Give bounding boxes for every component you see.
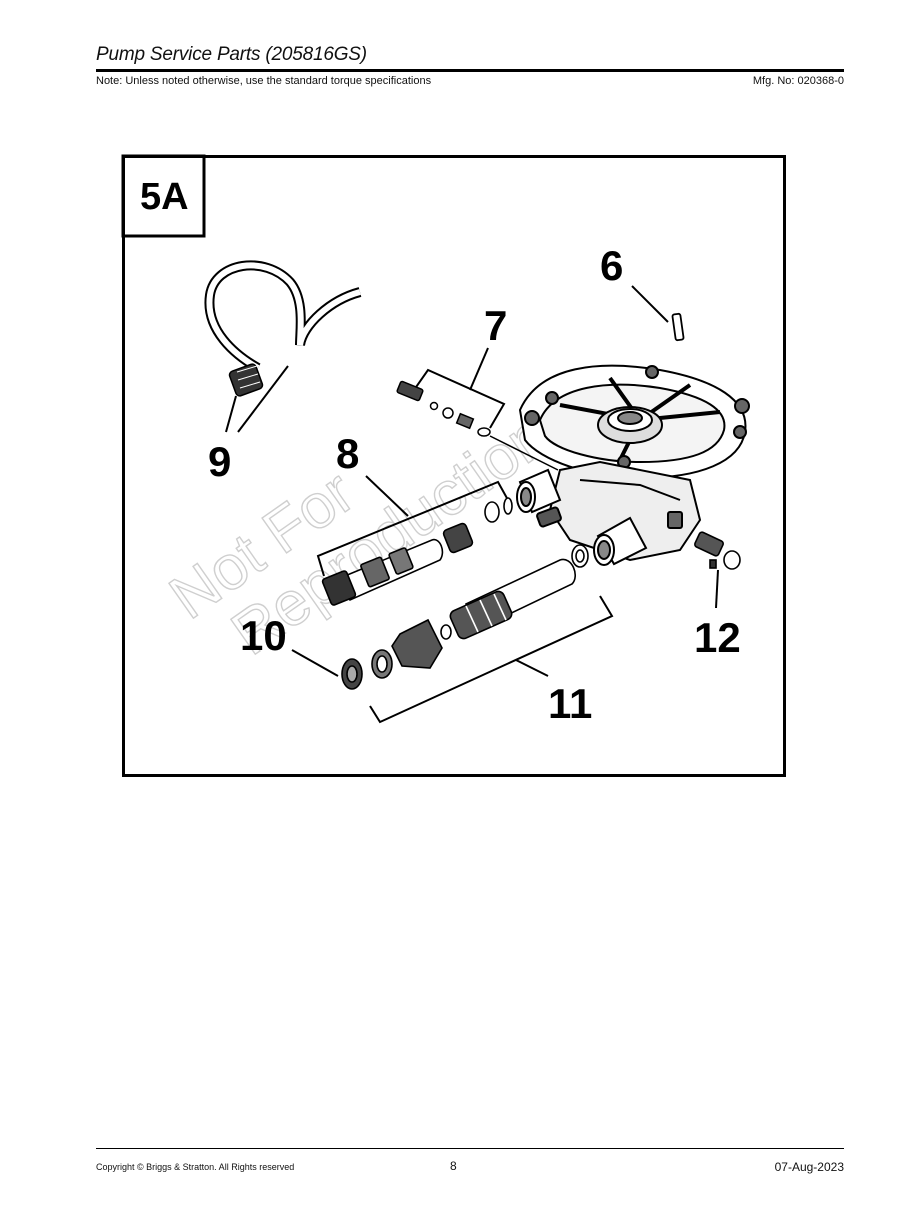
pump-assembly	[516, 364, 750, 566]
part-8-inlet-components	[321, 497, 513, 606]
callout-9: 9	[208, 438, 231, 485]
footer-divider	[96, 1148, 844, 1149]
leader-9a	[225, 395, 237, 433]
copyright-notice: Copyright © Briggs & Stratton. All Right…	[96, 1162, 295, 1172]
connector-7	[489, 435, 559, 471]
callout-10: 10	[240, 612, 287, 659]
callout-6: 6	[600, 242, 623, 289]
page-number: 8	[450, 1159, 457, 1173]
publication-date: 07-Aug-2023	[774, 1160, 844, 1174]
leader-7	[469, 347, 489, 391]
section-tag-label: 5A	[140, 176, 189, 218]
mfg-number: Mfg. No: 020368-0	[752, 75, 844, 87]
bracket-7	[413, 368, 506, 429]
header-divider	[96, 69, 844, 72]
callout-7: 7	[484, 302, 507, 349]
leader-6	[631, 285, 669, 323]
leader-11	[515, 659, 549, 677]
part-10-fitting	[341, 658, 363, 690]
bracket-11	[369, 595, 614, 724]
watermark: Not For Reproduction	[157, 400, 562, 669]
part-11-filter-components	[371, 544, 589, 679]
part-12-valve	[694, 531, 741, 570]
callout-11: 11	[548, 680, 592, 727]
page-title: Pump Service Parts (205816GS)	[96, 44, 367, 65]
part-6-pin	[671, 312, 685, 342]
leader-10	[291, 649, 339, 677]
bracket-8	[316, 480, 509, 577]
leader-8	[365, 475, 409, 517]
section-tag-box	[121, 154, 206, 238]
callout-8: 8	[336, 430, 359, 477]
callout-12: 12	[694, 614, 741, 661]
torque-note: Note: Unless noted otherwise, use the st…	[96, 75, 432, 87]
diagram-frame	[122, 155, 786, 777]
part-9-hose	[204, 260, 362, 397]
part-7-valve-components	[396, 380, 491, 437]
leader-9b	[237, 365, 289, 433]
leader-12	[715, 569, 719, 609]
